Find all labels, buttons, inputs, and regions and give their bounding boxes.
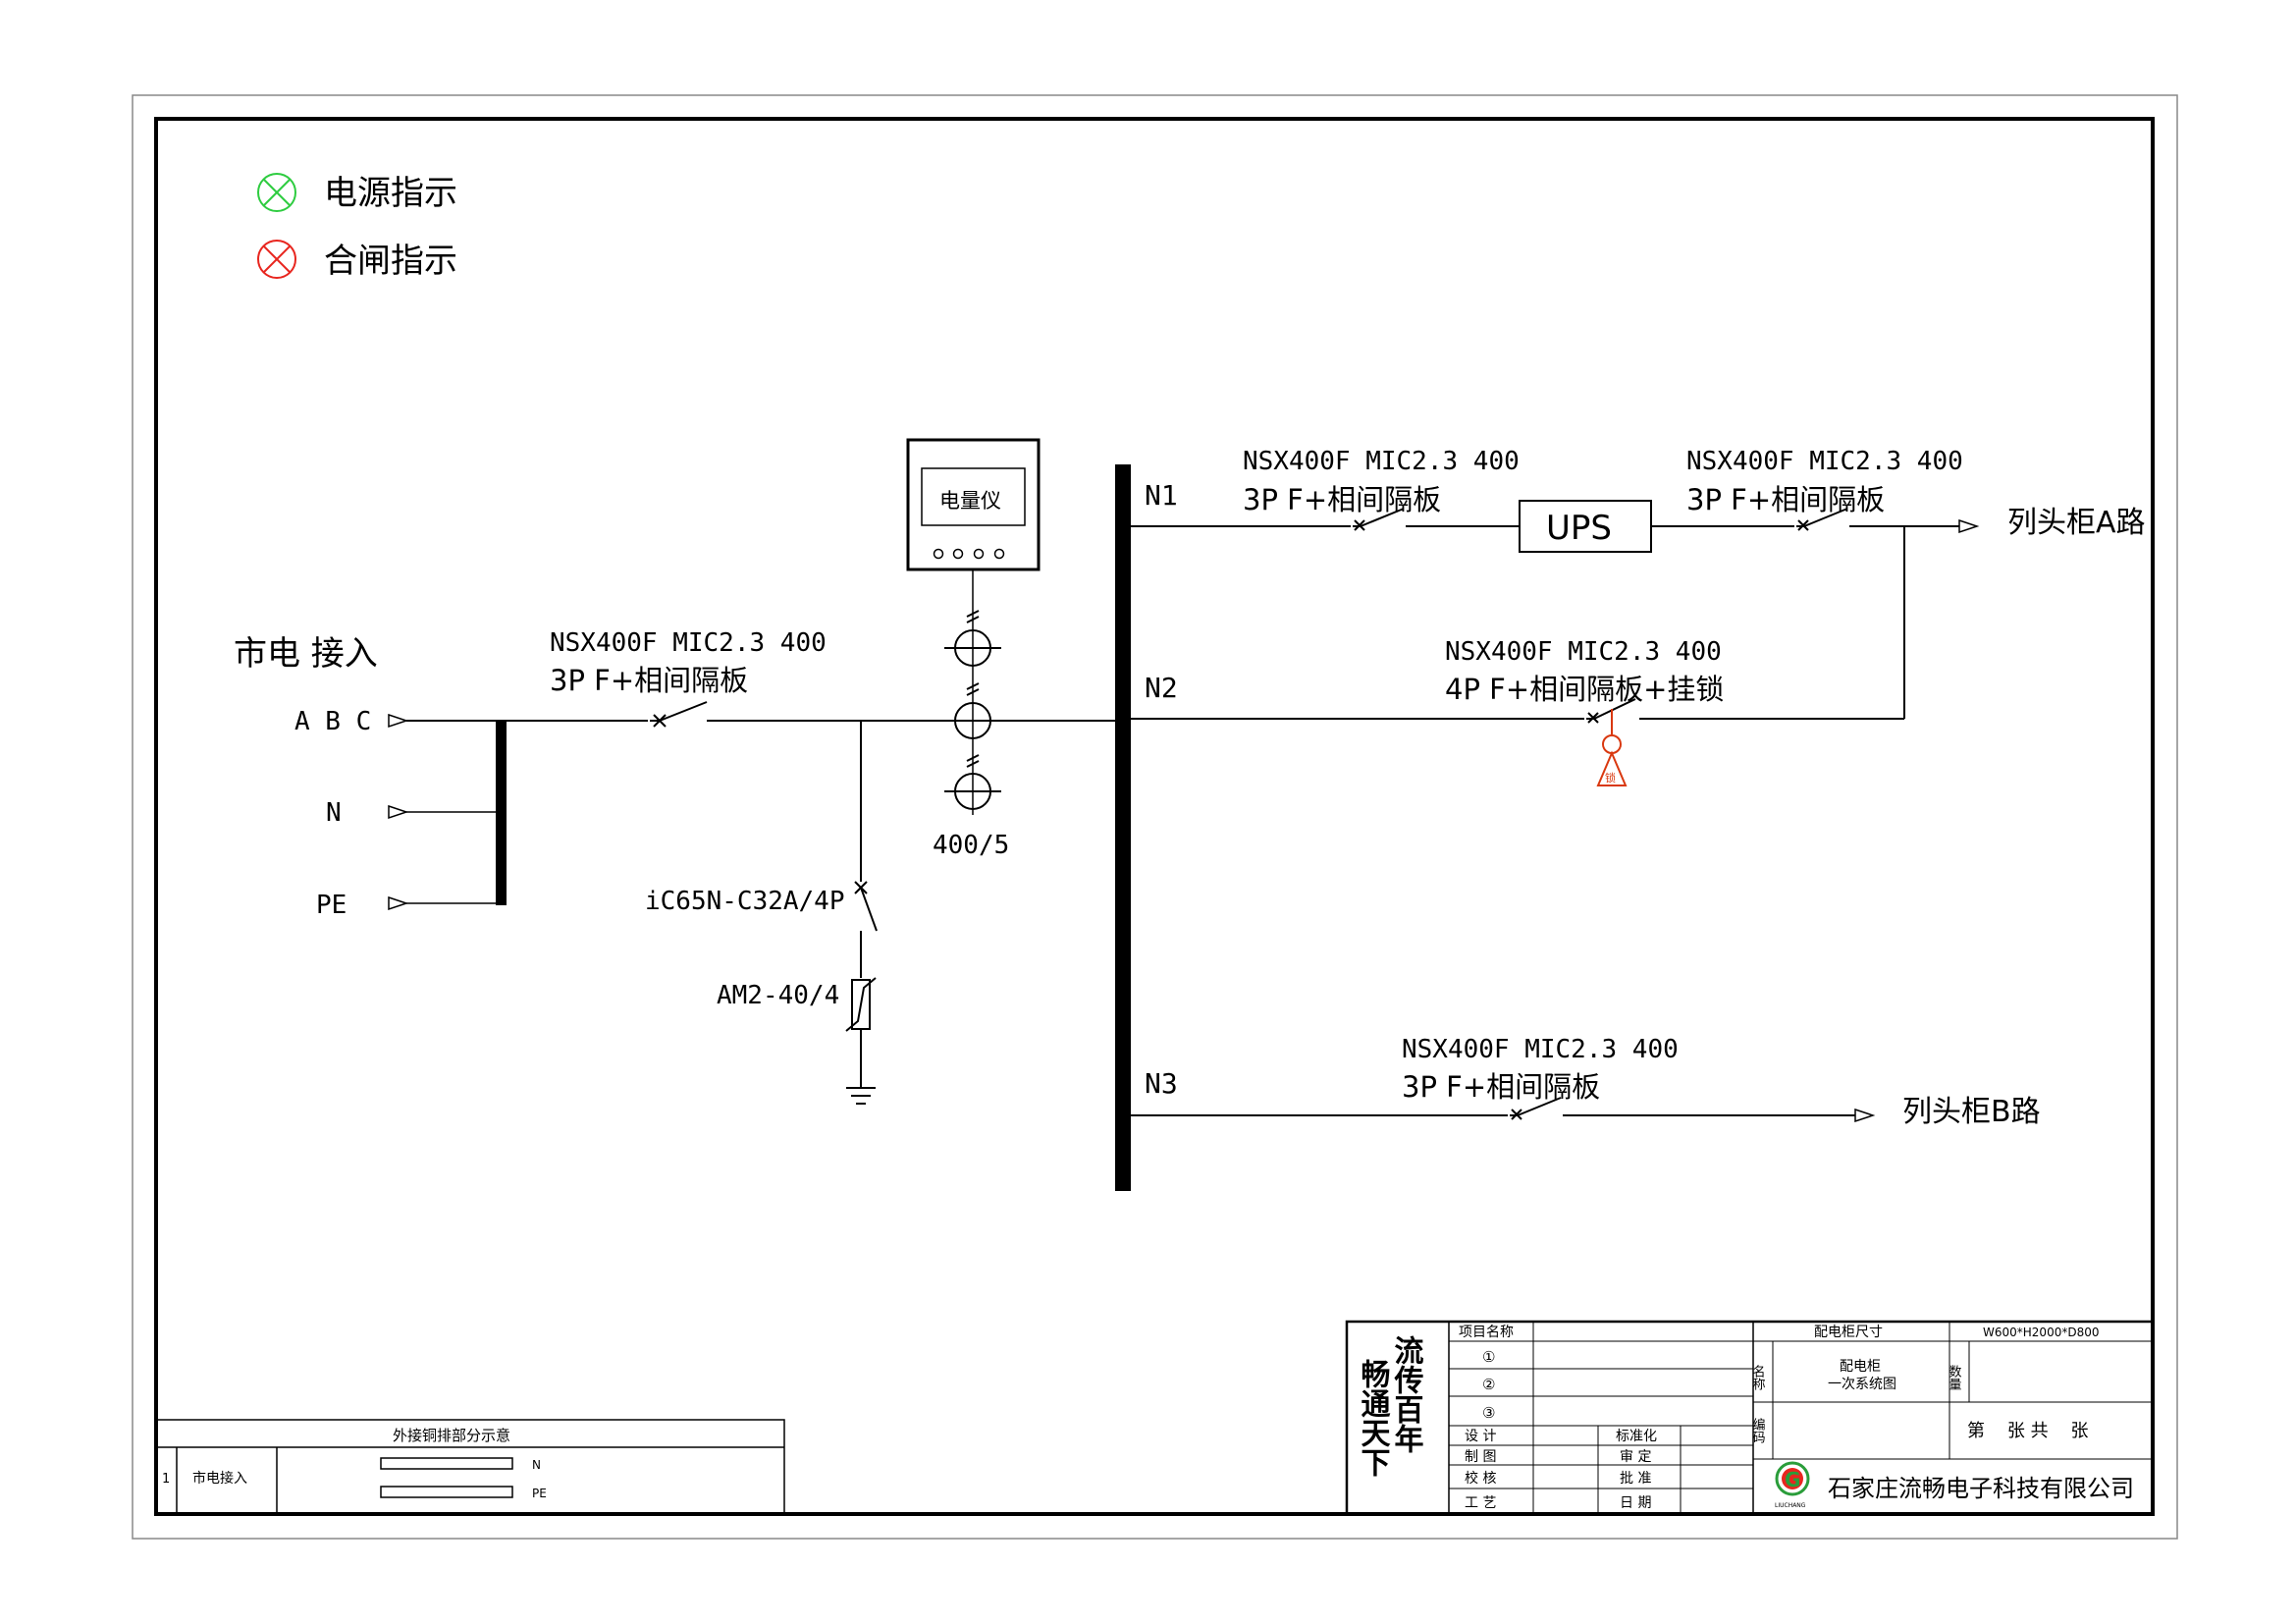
incoming-supply: 市电 接入 A B C N PE	[234, 634, 507, 920]
feeder-n1-destination: 列头柜A路	[2007, 506, 2146, 540]
logo-caption: LIUCHANG	[1775, 1502, 1806, 1509]
ups-label: UPS	[1546, 509, 1612, 548]
feeder-n1-label: N1	[1145, 479, 1178, 512]
busbar-row-name: 市电接入	[192, 1470, 247, 1487]
feeder-n1-out-breaker-model: NSX400F MIC2.3 400	[1686, 447, 1963, 476]
power-indicator-icon	[257, 173, 296, 212]
main-breaker-symbol	[648, 701, 708, 730]
busbar-table	[155, 1419, 785, 1515]
legend-closing-label: 合闸指示	[324, 242, 457, 281]
check-label: 校 核	[1465, 1470, 1496, 1487]
busbar-bar-n: N	[532, 1458, 541, 1472]
design-label: 设 计	[1465, 1429, 1496, 1444]
code-label: 编码	[1750, 1418, 1766, 1443]
name-value: 配电柜	[1840, 1359, 1881, 1375]
feeder-n3-destination: 列头柜B路	[1902, 1095, 2041, 1129]
feeder-n3-breaker-spec: 3P F+相间隔板	[1402, 1070, 1600, 1104]
standardize-label: 标准化	[1616, 1429, 1657, 1444]
date-label: 日 期	[1620, 1495, 1651, 1511]
approve-label: 批 准	[1620, 1471, 1651, 1487]
feeder-n2-label: N2	[1145, 672, 1178, 704]
closing-indicator-icon	[257, 240, 296, 279]
feeder-n3: N3 NSX400F MIC2.3 400 3P F+相间隔板 列头柜B路	[1131, 1035, 2041, 1129]
review-label: 审 定	[1620, 1449, 1651, 1465]
incoming-busbar	[496, 720, 507, 905]
feeder-n1-breaker-model: NSX400F MIC2.3 400	[1243, 447, 1520, 476]
item-2: ②	[1482, 1376, 1495, 1393]
main-breaker-model: NSX400F MIC2.3 400	[550, 628, 827, 658]
terminal-arrow-icon	[1854, 1108, 1876, 1123]
feeder-n1-breaker-spec: 3P F+相间隔板	[1243, 483, 1441, 516]
busbar-row-no: 1	[162, 1472, 170, 1487]
feeder-n1-breaker-symbol	[1351, 508, 1406, 532]
meter-label: 电量仪	[939, 489, 1001, 513]
cabinet-size-label: 配电柜尺寸	[1814, 1325, 1883, 1340]
item-3: ③	[1482, 1404, 1495, 1422]
slogan-left: 畅通天下	[1356, 1359, 1391, 1477]
cabinet-size-value: W600*H2000*D800	[1983, 1326, 2099, 1339]
slogan-right: 流传百年	[1389, 1335, 1425, 1453]
arrester-label: AM2-40/4	[717, 981, 839, 1010]
name-value-2: 一次系统图	[1828, 1377, 1896, 1392]
legend: 电源指示 合闸指示	[257, 173, 457, 281]
terminal-arrow-icon	[1958, 518, 1980, 534]
spd-branch	[845, 721, 878, 1105]
feeder-n2-breaker-spec: 4P F+相间隔板+挂锁	[1445, 673, 1724, 706]
outer-frame	[132, 94, 2178, 1540]
pe-label: PE	[316, 891, 347, 920]
busbar-bar-pe: PE	[532, 1487, 547, 1500]
logo-letter: G	[1785, 1468, 1800, 1491]
terminal-arrow-icon	[388, 713, 409, 911]
feeder-n2: N2 锁 NSX400F MIC2.3 400 4P F+相间隔板+挂锁	[1131, 526, 1905, 786]
drawing-label: 制 图	[1465, 1449, 1496, 1465]
project-name-label: 项目名称	[1459, 1325, 1514, 1340]
current-transformers	[944, 610, 1001, 810]
phase-abc-label: A B C	[294, 707, 371, 736]
ct-ratio-label: 400/5	[933, 831, 1009, 860]
item-1: ①	[1482, 1348, 1495, 1366]
feeder-n3-breaker-symbol	[1508, 1097, 1563, 1121]
feeder-n3-breaker-model: NSX400F MIC2.3 400	[1402, 1035, 1679, 1064]
busbar-table-title: 外接铜排部分示意	[393, 1427, 510, 1444]
neutral-label: N	[326, 798, 342, 828]
main-breaker-spec: 3P F+相间隔板	[550, 664, 748, 697]
sheet-info: 第 张 共 张	[1967, 1421, 2089, 1441]
inner-frame	[154, 117, 2155, 1516]
qty-label: 数量	[1947, 1365, 1962, 1390]
title-block	[1345, 1320, 2155, 1516]
name-label: 名称	[1750, 1364, 1766, 1390]
feeder-n1-out-breaker-spec: 3P F+相间隔板	[1686, 483, 1885, 516]
process-label: 工 艺	[1465, 1495, 1496, 1511]
spd-breaker-label: iC65N-C32A/4P	[645, 887, 845, 916]
lock-label: 锁	[1605, 771, 1616, 785]
incoming-title: 市电 接入	[234, 634, 378, 674]
feeder-n1-out-breaker-symbol	[1794, 508, 1849, 532]
feeder-n1: N1 NSX400F MIC2.3 400 3P F+相间隔板 UPS NSX4…	[1131, 447, 2146, 553]
company-name: 石家庄流畅电子科技有限公司	[1828, 1475, 2134, 1502]
legend-power-label: 电源指示	[324, 174, 457, 213]
main-busbar	[1115, 464, 1131, 1191]
slogan: 流传百年 畅通天下	[1356, 1335, 1425, 1477]
power-meter: 电量仪	[906, 438, 1041, 815]
padlock-icon: 锁	[1596, 709, 1628, 786]
company-logo: G LIUCHANG	[1775, 1461, 1810, 1509]
feeder-n3-label: N3	[1145, 1067, 1178, 1100]
feeder-n2-breaker-model: NSX400F MIC2.3 400	[1445, 637, 1722, 667]
